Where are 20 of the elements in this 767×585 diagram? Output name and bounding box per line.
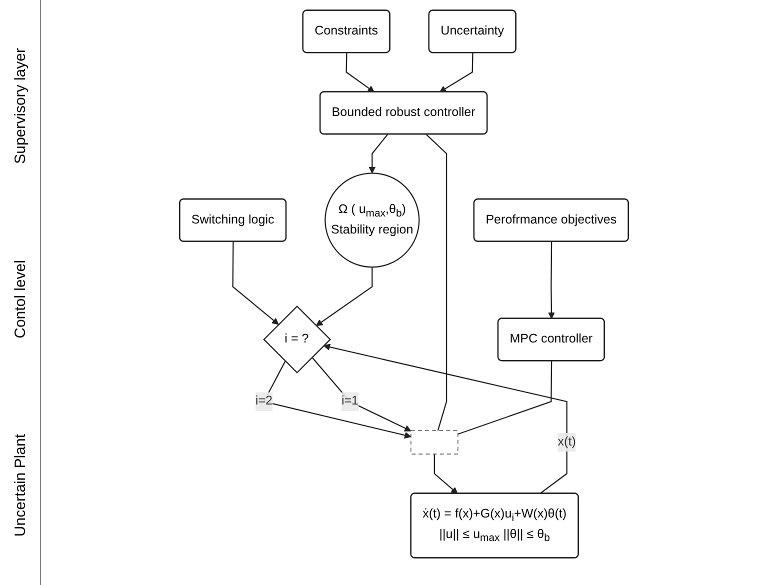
arrow — [316, 267, 373, 326]
arrow — [346, 52, 375, 92]
arrow — [232, 242, 279, 325]
connector — [426, 134, 448, 431]
layer-label: Uncertain Plant — [12, 434, 28, 537]
arrow — [434, 454, 458, 494]
connector — [458, 360, 552, 435]
edge-label: i=1 — [341, 394, 359, 408]
arrow — [439, 52, 474, 92]
arrow — [323, 344, 568, 494]
node-diamond: i = ? — [263, 305, 332, 374]
arrow — [548, 242, 555, 320]
edge-label: i=2 — [255, 394, 272, 408]
layer-label: Supervisory layer — [12, 48, 28, 164]
node-box — [410, 430, 458, 454]
arrow — [312, 356, 412, 432]
arrow — [368, 134, 388, 174]
edge-label: x(t) — [558, 435, 576, 449]
node-circle: Ω ( u$_{max}$,θ$_{b}$) Stability region — [324, 172, 420, 268]
layer-label: Contol level — [12, 260, 28, 338]
